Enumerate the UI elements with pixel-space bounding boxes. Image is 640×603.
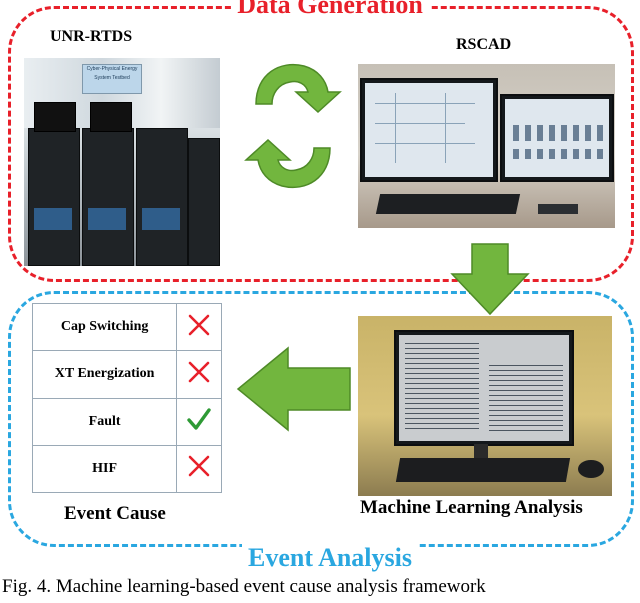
table-row: HIF	[31, 444, 222, 494]
event-name: HIF	[31, 444, 178, 494]
data-generation-title: Data Generation	[150, 0, 510, 20]
cross-icon	[188, 361, 210, 383]
rscad-label: RSCAD	[456, 36, 512, 53]
testbed-sign: Cyber-Physical Energy System Testbed	[82, 64, 142, 94]
cross-icon	[188, 456, 210, 477]
event-name: Fault	[31, 397, 178, 446]
rtds-label: UNR-RTDS	[50, 28, 133, 45]
figure-caption: Fig. 4. Machine learning-based event cau…	[2, 576, 486, 597]
table-row: XT Energization	[31, 350, 222, 399]
event-cause-table: Cap Switching XT Energization Fault HIF	[31, 302, 222, 494]
table-row: Cap Switching	[31, 302, 222, 352]
check-icon	[187, 408, 211, 430]
event-name: XT Energization	[31, 350, 178, 399]
event-cause-label: Event Cause	[64, 503, 166, 524]
rtds-photo: Cyber-Physical Energy System Testbed	[24, 58, 220, 266]
cycle-arrows	[244, 64, 342, 188]
mla-label: Machine Learning Analysis	[360, 497, 583, 518]
cycle-arrow-top	[255, 64, 342, 114]
cycle-arrow-bottom	[244, 138, 331, 188]
rscad-photo	[358, 64, 615, 228]
event-name: Cap Switching	[31, 302, 178, 352]
left-arrow	[236, 346, 351, 432]
mla-photo	[358, 316, 612, 496]
table-row: Fault	[31, 397, 222, 446]
down-arrow	[450, 243, 530, 316]
cross-icon	[188, 314, 210, 335]
event-analysis-title: Event Analysis	[150, 543, 510, 573]
